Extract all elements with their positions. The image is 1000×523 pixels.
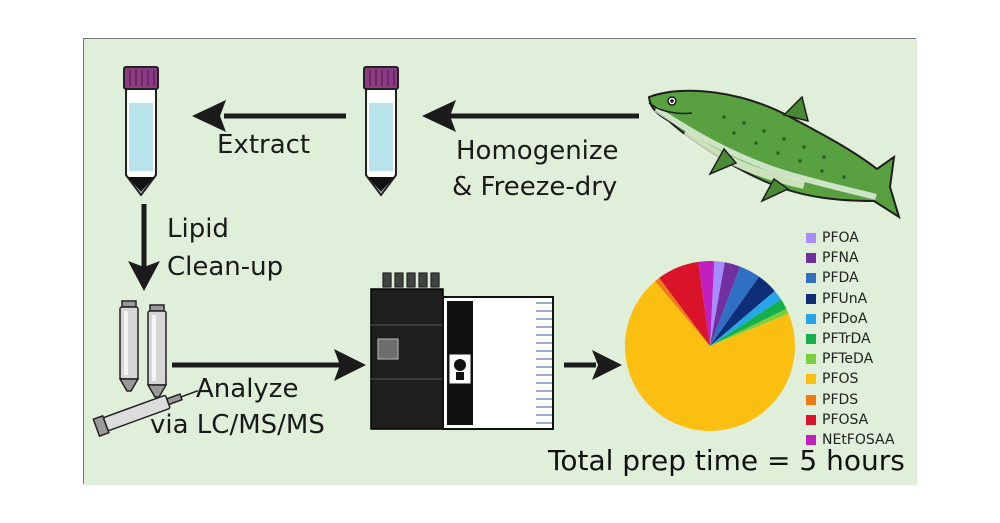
- fish-icon: [647, 89, 901, 220]
- legend-item-pfuna: PFUnA: [806, 289, 916, 309]
- legend-swatch: [806, 233, 816, 244]
- pie-slice-pfos: [625, 281, 795, 432]
- arrow-lipid-cleanup: [128, 204, 160, 291]
- legend-swatch: [806, 434, 816, 445]
- legend-label: PFDoA: [822, 310, 868, 327]
- pie-slice-pfna: [710, 262, 741, 346]
- workflow-art: [84, 39, 917, 485]
- arrow-homogenize-to-extract: [422, 100, 639, 132]
- legend-item-pftrda: PFTrDA: [806, 329, 916, 349]
- pie-slice-pfosa: [659, 261, 710, 346]
- legend-swatch: [806, 313, 816, 324]
- pie-slice-pfda: [710, 266, 760, 346]
- centrifuge-tube-icon: [363, 66, 399, 197]
- arrow-to-results: [564, 350, 622, 380]
- legend-label: PFDA: [822, 270, 859, 287]
- legend-swatch: [806, 334, 816, 345]
- legend-label: PFUnA: [822, 290, 868, 307]
- workflow-panel: Extract Homogenize & Freeze-dry Lipid Cl…: [83, 38, 917, 485]
- legend-label: PFOS: [822, 371, 859, 388]
- syringe-icon: [92, 390, 199, 438]
- legend-swatch: [806, 414, 816, 425]
- step-label-lipid: Lipid: [167, 214, 229, 244]
- step-label-analyze: Analyze: [196, 374, 299, 404]
- legend-swatch: [806, 293, 816, 304]
- legend-swatch: [806, 273, 816, 284]
- legend-label: PFOSA: [822, 411, 869, 428]
- pie-slice-pfdoa: [710, 290, 782, 346]
- legend-swatch: [806, 394, 816, 405]
- pie-slice-pfuna: [710, 276, 775, 346]
- legend-item-pfos: PFOS: [806, 369, 916, 389]
- centrifuge-tube-icon: [123, 66, 159, 197]
- legend-label: NEtFOSAA: [822, 431, 895, 448]
- legend-item-pfds: PFDS: [806, 390, 916, 410]
- legend-swatch: [806, 354, 816, 365]
- step-label-cleanup: Clean-up: [167, 252, 284, 282]
- legend-item-netfosaa: NEtFOSAA: [806, 430, 916, 450]
- legend-label: PFTeDA: [822, 351, 874, 368]
- legend-item-pfosa: PFOSA: [806, 410, 916, 430]
- legend-label: PFDS: [822, 391, 859, 408]
- legend-item-pfdoa: PFDoA: [806, 309, 916, 329]
- step-label-freeze-dry: & Freeze-dry: [452, 172, 618, 202]
- pie-slice-pfteda: [710, 308, 789, 346]
- arrow-analyze: [172, 349, 366, 381]
- step-label-extract: Extract: [217, 130, 311, 160]
- legend-swatch: [806, 374, 816, 385]
- legend-label: PFNA: [822, 250, 859, 267]
- spe-cartridge-icon: [146, 304, 168, 398]
- total-prep-time: Total prep time = 5 hours: [548, 444, 905, 477]
- pie-slice-pfds: [654, 277, 710, 346]
- lc-ms-instrument-icon: [370, 272, 554, 430]
- pie-slice-pfoa: [710, 261, 725, 346]
- pie-slice-netfosaa: [698, 261, 715, 346]
- arrow-extract-step: [192, 100, 346, 132]
- legend-label: PFOA: [822, 230, 859, 247]
- legend-swatch: [806, 253, 816, 264]
- legend-item-pfda: PFDA: [806, 268, 916, 288]
- legend-item-pfoa: PFOA: [806, 228, 916, 248]
- pfas-pie-chart: [625, 261, 795, 432]
- spe-cartridge-icon: [118, 300, 140, 392]
- pie-slice-pftrda: [710, 299, 787, 346]
- legend-item-pfteda: PFTeDA: [806, 349, 916, 369]
- legend-item-pfna: PFNA: [806, 248, 916, 268]
- step-label-homogenize: Homogenize: [456, 136, 619, 166]
- legend-label: PFTrDA: [822, 331, 871, 348]
- pie-legend: PFOA PFNA PFDA PFUnA PFDoA PFTrDA PFTeDA PFOS PF…: [806, 228, 916, 450]
- step-label-lc-ms: via LC/MS/MS: [150, 410, 325, 440]
